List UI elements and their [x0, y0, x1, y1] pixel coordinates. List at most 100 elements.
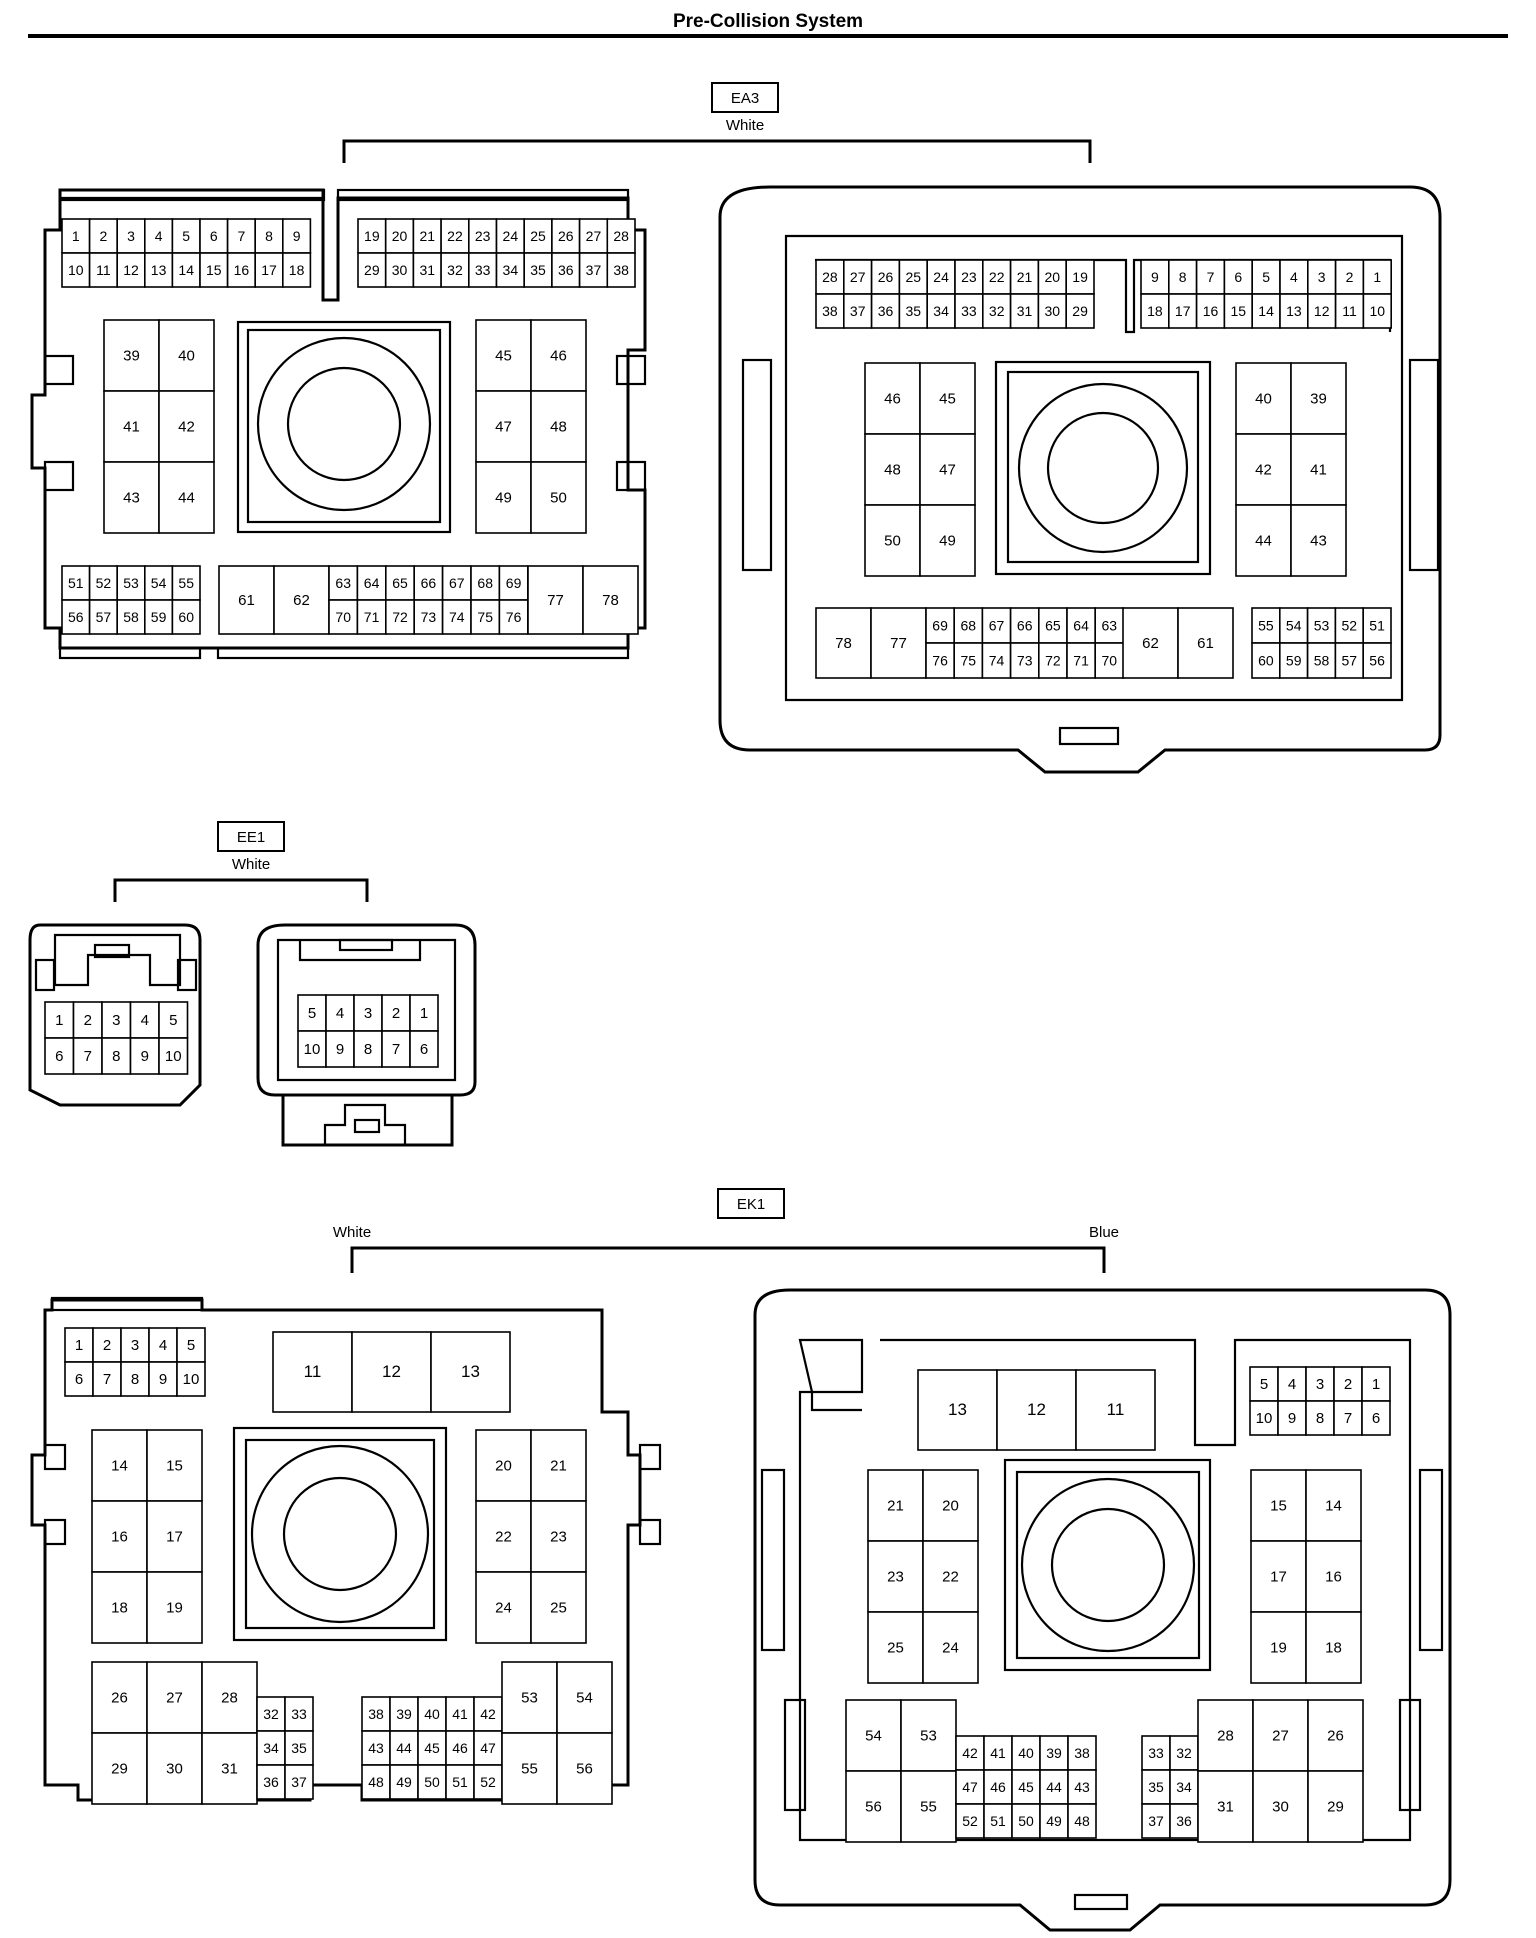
pin-number: 10	[165, 1048, 182, 1065]
pin-number: 47	[962, 1779, 978, 1795]
pin-cell	[417, 1730, 447, 1766]
pin-number: 25	[530, 228, 546, 244]
pin-number: 14	[111, 1458, 128, 1475]
pin-number: 70	[335, 609, 351, 625]
pin-number: 5	[182, 228, 190, 244]
pin-number: 68	[961, 618, 977, 634]
pin-number: 52	[480, 1774, 496, 1790]
pin-number: 42	[480, 1706, 496, 1722]
pin-cell	[1223, 259, 1254, 295]
pin-number: 56	[865, 1799, 882, 1816]
pin-cell	[88, 599, 118, 635]
pin-number: 25	[550, 1600, 567, 1617]
pin-cell	[148, 1361, 178, 1397]
pin-number: 8	[364, 1041, 372, 1058]
pin-number: 7	[238, 228, 246, 244]
pin-number: 11	[304, 1362, 322, 1381]
pin-number: 65	[1045, 618, 1061, 634]
pin-cell	[328, 599, 359, 635]
pin-number: 35	[906, 303, 922, 319]
pin-number: 35	[1148, 1779, 1164, 1795]
pin-number: 13	[151, 262, 167, 278]
pin-cell	[254, 252, 284, 288]
ek1-left-color: White	[333, 1224, 371, 1241]
pin-number: 7	[84, 1048, 92, 1065]
pin-number: 26	[111, 1690, 128, 1707]
pin-cell	[1290, 433, 1347, 506]
pin-number: 69	[506, 575, 522, 591]
pin-number: 1	[72, 228, 80, 244]
pin-number: 3	[127, 228, 135, 244]
pin-number: 47	[495, 419, 512, 436]
pin-number: 41	[452, 1706, 468, 1722]
pin-number: 52	[1342, 618, 1358, 634]
pin-number: 44	[1255, 533, 1272, 550]
pin-number: 76	[932, 653, 948, 669]
pin-number: 16	[1203, 303, 1219, 319]
pin-number: 2	[103, 1337, 111, 1354]
pin-number: 9	[159, 1371, 167, 1388]
pin-number: 7	[103, 1371, 111, 1388]
pin-number: 66	[1017, 618, 1033, 634]
pin-number: 33	[1148, 1745, 1164, 1761]
pin-cell	[351, 1331, 432, 1413]
pin-number: 19	[364, 228, 380, 244]
pin-cell	[582, 565, 639, 635]
pin-number: 34	[1176, 1779, 1192, 1795]
pin-cell	[495, 218, 526, 254]
pin-cell	[470, 599, 501, 635]
pin-number: 46	[452, 1740, 468, 1756]
pin-cell	[1305, 1611, 1362, 1684]
pin-cell	[867, 1611, 924, 1684]
pin-number: 74	[989, 653, 1005, 669]
pin-number: 29	[1072, 303, 1088, 319]
pin-number: 49	[939, 533, 956, 550]
pin-number: 41	[123, 419, 140, 436]
pin-cell	[475, 390, 532, 463]
ee1-left-connector	[28, 923, 202, 1107]
pin-number: 42	[1255, 462, 1272, 479]
pin-number: 49	[1046, 1813, 1062, 1829]
pin-number: 73	[421, 609, 437, 625]
pin-number: 4	[141, 1012, 149, 1029]
pin-cell	[556, 1661, 613, 1734]
pin-cell	[171, 599, 201, 635]
pin-number: 29	[364, 262, 380, 278]
pin-number: 23	[475, 228, 491, 244]
pin-cell	[1333, 1400, 1363, 1436]
pin-number: 4	[336, 1005, 344, 1022]
pin-cell	[116, 599, 146, 635]
pin-cell	[495, 252, 526, 288]
pin-number: 40	[178, 348, 195, 365]
pin-number: 21	[419, 228, 435, 244]
pin-number: 31	[221, 1761, 238, 1778]
pin-number: 60	[178, 609, 194, 625]
pin-cell	[325, 994, 355, 1032]
pin-cell	[297, 994, 327, 1032]
pin-cell	[1361, 1366, 1391, 1402]
pin-number: 44	[396, 1740, 412, 1756]
pin-cell	[954, 293, 984, 329]
pin-number: 24	[503, 228, 519, 244]
pin-cell	[530, 461, 587, 534]
pin-cell	[297, 1030, 327, 1068]
pin-cell	[1169, 1769, 1199, 1805]
pin-cell	[384, 599, 415, 635]
pin-number: 62	[293, 592, 310, 609]
pin-cell	[120, 1361, 150, 1397]
pin-number: 9	[1288, 1410, 1296, 1427]
pin-number: 73	[1017, 653, 1033, 669]
pin-number: 42	[962, 1745, 978, 1761]
pin-number: 36	[263, 1774, 279, 1790]
pin-number: 23	[961, 269, 977, 285]
pin-cell	[922, 1540, 979, 1613]
pin-number: 30	[1272, 1799, 1289, 1816]
pin-cell	[1067, 1769, 1097, 1805]
pin-number: 9	[1151, 269, 1159, 285]
pin-number: 56	[68, 609, 84, 625]
